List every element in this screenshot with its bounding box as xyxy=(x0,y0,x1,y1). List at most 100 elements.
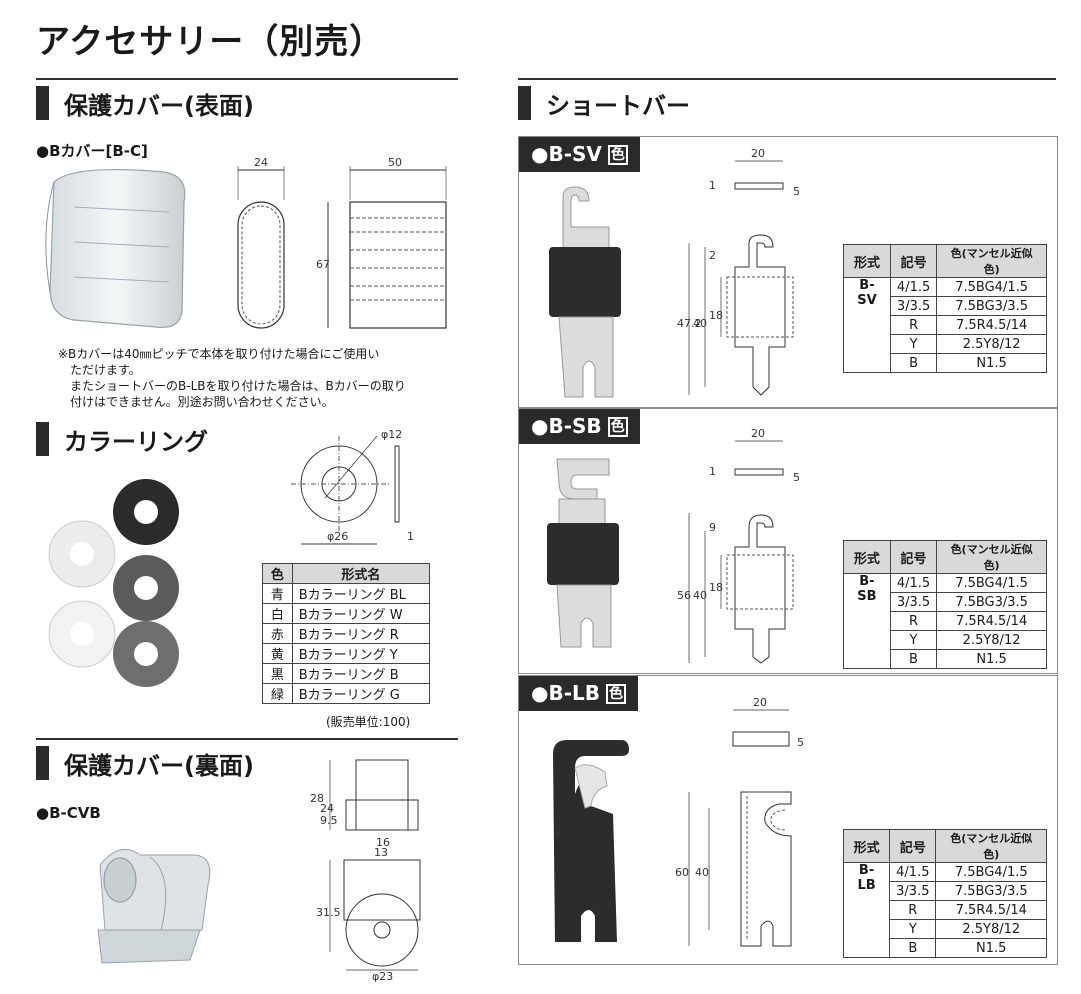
dim-31-5: 31.5 xyxy=(316,906,341,919)
heading-text: カラーリング xyxy=(64,428,208,456)
dim: 56 xyxy=(677,589,691,602)
sales-unit-note: (販売単位:100) xyxy=(326,715,411,729)
b-cvb-photo xyxy=(97,848,211,964)
heading-bar xyxy=(36,86,49,120)
cell: 赤 xyxy=(262,623,293,644)
dim-16: 16 xyxy=(376,836,390,849)
dim-67: 67 xyxy=(316,258,330,271)
dim: 5 xyxy=(793,185,800,198)
cell: 4/1.5 xyxy=(889,277,938,297)
cell: 7.5BG3/3.5 xyxy=(936,592,1047,612)
b-cvb-drawing: 28 24 9.5 16 13 31.5 φ23 xyxy=(310,759,421,983)
dim: 60 xyxy=(675,866,689,879)
dim: 20 xyxy=(753,696,767,709)
color-ring-drawing: φ12 φ26 1 xyxy=(291,428,414,545)
cell: 7.5R4.5/14 xyxy=(936,315,1047,335)
cell: B-LB xyxy=(842,862,891,958)
tag-label: ●B-LB xyxy=(531,681,600,705)
cell: N1.5 xyxy=(935,938,1047,958)
cell: B-SB xyxy=(843,573,891,669)
dim: 1 xyxy=(709,179,716,192)
section-heading-front-cover: 保護カバー(表面) xyxy=(36,78,458,122)
dim-28: 28 xyxy=(310,792,324,805)
color-mark: 色 xyxy=(607,145,628,165)
heading-text: ショートバー xyxy=(546,92,690,120)
cell: Bカラーリング G xyxy=(291,683,431,704)
dim: 18 xyxy=(709,581,723,594)
cell: 7.5BG4/1.5 xyxy=(935,862,1047,882)
heading-text: 保護カバー(表面) xyxy=(64,92,254,120)
col-header: 色(マンセル近似色) xyxy=(936,244,1047,278)
cell: 7.5R4.5/14 xyxy=(935,900,1047,920)
cell: R xyxy=(889,611,938,631)
cell: B xyxy=(889,938,937,958)
dim: 18 xyxy=(709,309,723,322)
col-header: 形式 xyxy=(843,540,891,574)
dim: 40 xyxy=(693,317,707,330)
cell: 7.5R4.5/14 xyxy=(936,611,1047,631)
dim-13: 13 xyxy=(374,846,388,859)
dim: 1 xyxy=(709,465,716,478)
col-header: 色(マンセル近似色) xyxy=(935,829,1047,863)
cell: B-SV xyxy=(843,277,891,373)
dim-phi12: φ12 xyxy=(381,428,402,441)
b-cover-note: ※Bカバーは40㎜ピッチで本体を取り付けた場合にご使用い ただけます。 またショ… xyxy=(58,346,406,410)
col-header: 形式 xyxy=(842,829,891,863)
col-header: 記号 xyxy=(889,540,938,574)
b-lb-drawing: 20 5 60 40 xyxy=(675,696,804,947)
color-mark: 色 xyxy=(607,417,628,437)
cell: Y xyxy=(889,919,937,939)
cell: B xyxy=(889,353,938,373)
note-line: またショートバーのB-LBを取り付けた場合は、Bカバーの取り xyxy=(58,379,406,393)
dim-phi23: φ23 xyxy=(372,970,393,983)
col-header: 記号 xyxy=(889,244,938,278)
dim-phi26: φ26 xyxy=(327,530,348,543)
dim-9-5: 9.5 xyxy=(320,814,338,827)
cell: 7.5BG3/3.5 xyxy=(935,881,1047,901)
b-cover-subtitle: ●Bカバー[B-C] xyxy=(36,142,148,160)
note-line: 付けはできません。別途お問い合わせください。 xyxy=(58,395,334,409)
dim: 20 xyxy=(751,147,765,160)
col-header: 形式名 xyxy=(291,563,431,584)
cell: 緑 xyxy=(262,683,293,704)
cell: 2.5Y8/12 xyxy=(935,919,1047,939)
col-header: 色 xyxy=(262,563,293,584)
dim: 40 xyxy=(693,589,707,602)
cell: 3/3.5 xyxy=(889,296,938,316)
cell: 2.5Y8/12 xyxy=(936,630,1047,650)
cell: Bカラーリング W xyxy=(291,603,431,624)
col-header: 形式 xyxy=(843,244,891,278)
cell: N1.5 xyxy=(936,353,1047,373)
col-header: 記号 xyxy=(889,829,937,863)
cell: Y xyxy=(889,334,938,354)
col-header: 色(マンセル近似色) xyxy=(936,540,1047,574)
cell: R xyxy=(889,900,937,920)
note-line: ※Bカバーは40㎜ピッチで本体を取り付けた場合にご使用い xyxy=(58,347,380,361)
cell: 4/1.5 xyxy=(889,862,937,882)
cell: 黄 xyxy=(262,643,293,664)
cell: B xyxy=(889,649,938,669)
section-heading-back-cover: 保護カバー(裏面) xyxy=(36,738,458,782)
dim: 47.2 xyxy=(677,317,702,330)
dim: 5 xyxy=(793,471,800,484)
dim-1: 1 xyxy=(407,530,414,543)
dim: 40 xyxy=(695,866,709,879)
dim-50: 50 xyxy=(388,156,402,169)
cell: R xyxy=(889,315,938,335)
